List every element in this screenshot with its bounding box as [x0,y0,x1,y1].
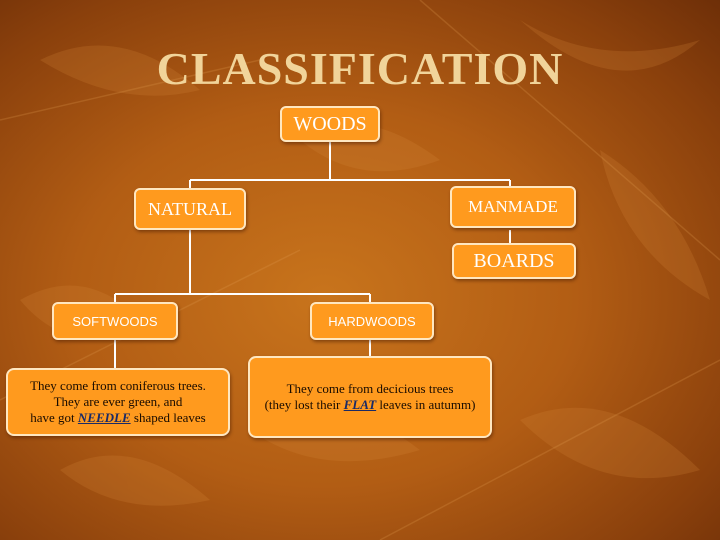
softwoods-desc-emphasis: NEEDLE [77,410,131,425]
node-hardwoods-label: HARDWOODS [328,313,416,329]
hardwoods-description: They come from decicious trees (they los… [248,356,492,438]
softwoods-desc-line3-pre: have got [30,410,78,425]
softwoods-description: They come from coniferous trees. They ar… [6,368,230,436]
hardwoods-desc-emphasis: FLAT [343,397,377,412]
node-boards: BOARDS [452,243,576,279]
node-manmade-label: MANMADE [468,197,558,216]
node-woods-label: WOODS [293,112,367,135]
node-manmade: MANMADE [450,186,576,228]
node-softwoods: SOFTWOODS [52,302,178,340]
hardwoods-desc-line2-pre: (they lost their [264,397,344,412]
softwoods-desc-line3: have got NEEDLE shaped leaves [30,410,206,426]
hardwoods-desc-line1: They come from decicious trees [286,381,454,396]
softwoods-desc-line2: They are ever green, and [53,394,183,409]
hardwoods-desc-line2-post: leaves in autumm) [376,397,476,412]
page-title: CLASSIFICATION [156,43,564,94]
hardwoods-desc-line2: (they lost their FLAT leaves in autumm) [265,397,476,413]
node-softwoods-label: SOFTWOODS [72,313,158,329]
node-hardwoods: HARDWOODS [310,302,434,340]
node-woods: WOODS [280,106,380,142]
node-boards-label: BOARDS [473,249,555,272]
softwoods-desc-line3-post: shaped leaves [130,410,206,425]
softwoods-desc-line1: They come from coniferous trees. [30,378,206,393]
node-natural-label: NATURAL [148,198,232,219]
node-natural: NATURAL [134,188,246,230]
